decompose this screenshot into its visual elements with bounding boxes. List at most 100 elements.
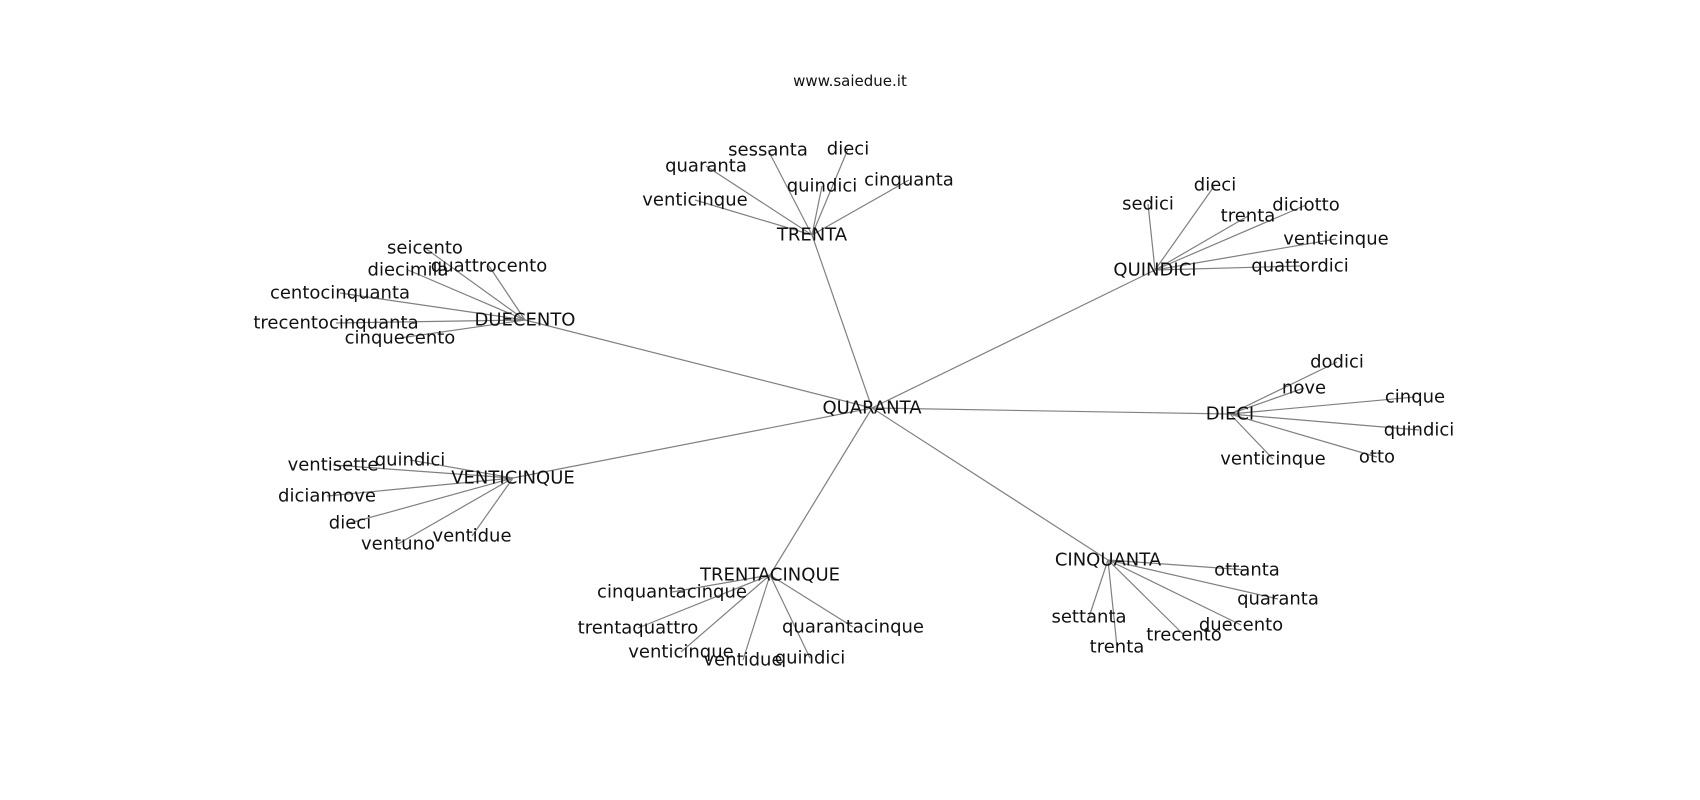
edge-venticinque-to-quindici <box>409 459 514 479</box>
leaf-node-label: cinquantacinque <box>597 582 747 603</box>
leaf-node-label: trecentocinquanta <box>253 313 418 334</box>
edge-cinquanta-to-trecento <box>1107 559 1185 636</box>
edge-quindici-to-sedici <box>1147 203 1156 271</box>
edge-dieci-to-otto <box>1229 413 1378 458</box>
leaf-node-label: sedici <box>1122 194 1174 215</box>
edge-trenta-to-sessanta <box>767 149 813 236</box>
leaf-node-label: dieci <box>1194 175 1236 196</box>
edge-quindici-to-quattordici <box>1154 265 1301 271</box>
edge-trenta-to-quaranta <box>705 165 813 236</box>
edge-trentacinque-to-cinquantacinque <box>671 574 771 593</box>
edge-center-to-cinquanta <box>871 407 1109 561</box>
leaf-node-label: quattrocento <box>431 256 547 277</box>
leaf-node-label: trecento <box>1146 625 1222 646</box>
edge-trentacinque-to-quarantacinque <box>769 574 854 628</box>
leaf-node-label: quindici <box>787 176 858 197</box>
hub-node-label: QUINDICI <box>1113 260 1196 281</box>
leaf-node-label: venticinque <box>628 642 733 663</box>
edge-duecento-to-seicento <box>424 247 526 321</box>
leaf-node-label: dieci <box>329 513 371 534</box>
leaf-node-label: quaranta <box>665 156 747 177</box>
leaf-node-label: duecento <box>1199 615 1283 636</box>
hub-node-label: CINQUANTA <box>1055 550 1162 571</box>
edge-center-to-dieci <box>871 407 1231 415</box>
edge-duecento-to-quattrocento <box>488 265 526 321</box>
leaf-node-label: ventuno <box>361 534 435 555</box>
leaf-node-label: settanta <box>1051 607 1126 628</box>
leaf-node-label: ottanta <box>1214 560 1280 581</box>
leaf-node-label: diciannove <box>278 486 376 507</box>
edge-venticinque-to-ventisette <box>332 464 514 479</box>
leaf-node-label: quindici <box>375 450 446 471</box>
edge-center-to-quindici <box>871 269 1156 409</box>
edge-cinquanta-to-quaranta <box>1107 559 1279 600</box>
leaf-node-label: seicento <box>387 238 463 259</box>
edge-trenta-to-quindici <box>811 185 823 236</box>
leaf-node-label: sessanta <box>728 140 808 161</box>
leaf-node-label: centocinquanta <box>270 283 410 304</box>
leaf-node-label: quattordici <box>1251 256 1348 277</box>
hub-node-label: DIECI <box>1206 404 1254 425</box>
edges-layer <box>326 148 1420 661</box>
edge-dieci-to-nove <box>1229 387 1305 415</box>
edge-trentacinque-to-trentaquattro <box>637 574 771 629</box>
hub-node-label: DUECENTO <box>475 310 576 331</box>
edge-venticinque-to-dieci <box>349 477 514 524</box>
leaf-node-label: dieci <box>827 139 869 160</box>
leaf-node-label: ventidue <box>703 650 782 671</box>
leaf-node-label: diecimila <box>368 260 449 281</box>
edge-trenta-to-venticinque <box>694 199 813 236</box>
edge-duecento-to-trecentocinquanta <box>335 319 526 324</box>
edge-cinquanta-to-trenta <box>1107 559 1118 648</box>
leaf-node-label: quaranta <box>1237 589 1319 610</box>
edge-venticinque-to-ventuno <box>397 477 514 545</box>
leaf-node-label: otto <box>1359 447 1395 468</box>
edge-center-to-duecento <box>524 319 873 409</box>
edge-trentacinque-to-quindici <box>769 574 811 659</box>
edge-center-to-venticinque <box>512 407 873 479</box>
edge-trentacinque-to-ventidue <box>742 574 771 661</box>
edge-duecento-to-centocinquanta <box>339 292 526 321</box>
edge-trenta-to-dieci <box>811 148 849 236</box>
edge-trentacinque-to-venticinque <box>680 574 771 653</box>
leaf-node-label: ventidue <box>432 526 511 547</box>
center-node-label: QUARANTA <box>822 398 922 419</box>
edge-dieci-to-venticinque <box>1229 413 1274 460</box>
hub-node-label: TRENTA <box>776 225 848 246</box>
leaf-node-label: nove <box>1282 378 1326 399</box>
edge-dieci-to-quindici <box>1229 413 1420 431</box>
leaf-node-label: cinque <box>1385 387 1445 408</box>
leaf-node-label: ventisette <box>288 455 379 476</box>
edge-dieci-to-cinque <box>1229 396 1416 415</box>
leaf-node-label: venticinque <box>642 190 747 211</box>
edge-cinquanta-to-settanta <box>1088 559 1109 618</box>
edge-center-to-trentacinque <box>769 407 873 576</box>
leaf-node-label: quindici <box>1384 420 1455 441</box>
edge-quindici-to-venticinque <box>1154 238 1337 271</box>
edge-quindici-to-dieci <box>1154 184 1216 271</box>
edge-center-to-trenta <box>811 234 873 409</box>
leaf-node-label: quindici <box>775 648 846 669</box>
leaf-node-label: cinquanta <box>864 170 954 191</box>
edge-cinquanta-to-duecento <box>1107 559 1242 626</box>
edge-duecento-to-cinquecento <box>399 319 526 339</box>
leaf-node-label: trentaquattro <box>578 618 699 639</box>
edge-venticinque-to-ventidue <box>471 477 514 537</box>
edge-duecento-to-diecimila <box>407 269 526 321</box>
edge-cinquanta-to-ottanta <box>1107 559 1248 571</box>
leaf-node-label: cinquecento <box>345 328 456 349</box>
page-title: www.saiedue.it <box>793 72 907 90</box>
edge-trenta-to-cinquanta <box>811 179 910 236</box>
edge-quindici-to-diciotto <box>1154 204 1307 271</box>
leaf-node-label: dodici <box>1310 352 1364 373</box>
edge-quindici-to-trenta <box>1154 215 1249 271</box>
edge-venticinque-to-diciannove <box>326 477 514 497</box>
leaf-node-label: venticinque <box>1283 229 1388 250</box>
hub-node-label: VENTICINQUE <box>451 468 575 489</box>
leaf-node-label: venticinque <box>1220 449 1325 470</box>
hub-node-label: TRENTACINQUE <box>699 565 840 586</box>
labels-layer: QUARANTA TRENTA sessanta dieci quaranta quind… <box>253 139 1454 671</box>
leaf-node-label: trenta <box>1221 206 1276 227</box>
leaf-node-label: trenta <box>1090 637 1145 658</box>
